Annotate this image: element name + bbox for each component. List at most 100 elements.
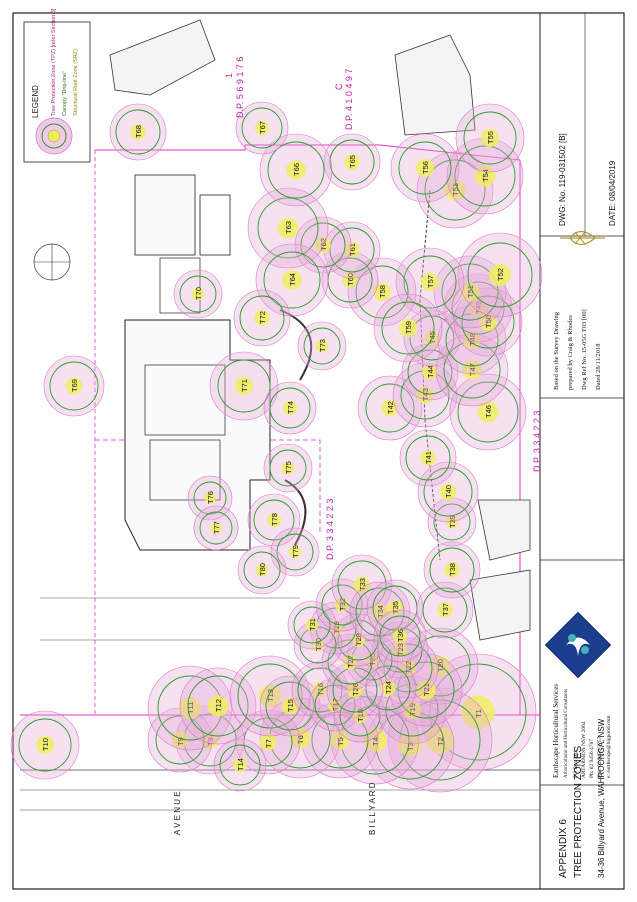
tree-label: T15 xyxy=(286,699,295,712)
plant-glyph xyxy=(560,230,605,246)
lot-label-b: C xyxy=(334,83,344,90)
tree-label: T37 xyxy=(441,603,450,616)
tree-label: T62 xyxy=(319,238,328,251)
legend-canopy-swatch xyxy=(41,123,67,149)
tree-label: T34 xyxy=(376,605,385,618)
tree-t24: T24 xyxy=(359,659,417,717)
tree-label: T69 xyxy=(70,379,79,392)
tree-label: T4 xyxy=(371,737,380,746)
canopy-circle xyxy=(49,361,99,411)
tree-label: T32 xyxy=(338,598,347,611)
tree-label: T31 xyxy=(308,618,317,631)
srz-circle xyxy=(283,401,297,415)
srz-circle xyxy=(402,700,422,720)
canopy-circle xyxy=(199,511,233,545)
tree-t33: T33 xyxy=(331,554,393,616)
srz-circle xyxy=(380,680,396,696)
tree-label: T75 xyxy=(284,461,293,474)
tree-label: T41 xyxy=(424,451,433,464)
tree-label: T59 xyxy=(404,321,413,334)
tree-label: T18 xyxy=(356,709,365,722)
tree-t55: T55 xyxy=(455,103,525,173)
drawing-number: DWG: No. 119-031502 [B] xyxy=(558,133,567,226)
canopy-circle xyxy=(461,295,515,349)
dp-label-2: D.P. 4 1 0 4 9 7 xyxy=(344,69,354,130)
canopy-circle xyxy=(457,381,519,443)
tree-label: T23 xyxy=(396,643,405,656)
tree-t66: T66 xyxy=(259,133,333,207)
tree-t30: T30 xyxy=(293,620,343,670)
canopy-circle xyxy=(398,141,452,195)
srz-circle xyxy=(315,237,331,253)
neighbour-building-right-a xyxy=(477,499,531,561)
tree-label: T48 xyxy=(468,333,477,346)
legend-title: LEGEND xyxy=(31,85,40,118)
neighbour-building-right-b xyxy=(469,569,531,641)
canopy-circle xyxy=(403,255,457,309)
tree-t7: T7 xyxy=(235,709,301,775)
srz-circle xyxy=(353,576,371,594)
tree-t68: T68 xyxy=(109,103,167,161)
srz-circle xyxy=(488,263,512,287)
srz-circle xyxy=(420,272,440,292)
tree-label: T19 xyxy=(408,703,417,716)
tree-t56: T56 xyxy=(390,133,460,203)
survey-note-4: Dated 28/11/2018 xyxy=(595,343,602,390)
canopy-circle xyxy=(321,584,363,626)
tree-label: T67 xyxy=(258,121,267,134)
tree-t80: T80 xyxy=(237,545,287,595)
tree-label: T21 xyxy=(422,683,431,696)
tree-t53: T53 xyxy=(416,151,494,229)
srz-circle xyxy=(426,726,454,754)
tree-label: T63 xyxy=(284,221,293,234)
tree-label: T9 xyxy=(176,737,185,746)
srz-circle xyxy=(281,461,295,475)
tree-label: T29 xyxy=(332,621,341,634)
srz-circle xyxy=(255,563,269,577)
srz-circle xyxy=(420,450,436,466)
tree-t44: T44 xyxy=(401,343,459,401)
srz-circle xyxy=(439,483,457,501)
srz-circle xyxy=(259,733,277,751)
tree-t47: T47 xyxy=(435,333,509,407)
tree-label: T68 xyxy=(134,125,143,138)
tree-label: T30 xyxy=(314,638,323,651)
srz-circle xyxy=(462,360,482,380)
tree-t40: T40 xyxy=(417,461,479,523)
tree-label: T57 xyxy=(426,275,435,288)
tree-label: T73 xyxy=(318,339,327,352)
sheet-frame xyxy=(12,12,625,890)
tree-label: T22 xyxy=(404,661,413,674)
srz-circle xyxy=(130,124,146,140)
canopy-circle xyxy=(257,197,319,259)
tree-t9: T9 xyxy=(147,707,213,773)
tree-t36: T36 xyxy=(373,609,427,663)
srz-circle xyxy=(415,158,435,178)
tree-label: T13 xyxy=(266,689,275,702)
tree-label: T17 xyxy=(331,698,340,711)
tree-label: T70 xyxy=(194,287,203,300)
tree-label: T1 xyxy=(474,709,483,718)
srz-circle xyxy=(416,386,434,404)
tree-t69: T69 xyxy=(43,355,105,417)
tree-label: T52 xyxy=(496,268,505,281)
srz-circle xyxy=(344,242,360,258)
tree-label: T16 xyxy=(316,683,325,696)
tree-label: T77 xyxy=(212,521,221,534)
garage xyxy=(134,174,196,256)
street-label-avenue: A V E N U E xyxy=(173,791,182,835)
srz-circle xyxy=(311,638,325,652)
canopy-circle xyxy=(297,667,343,713)
srz-circle xyxy=(267,513,281,527)
tree-t71: T71 xyxy=(209,351,279,421)
canopy-circle xyxy=(187,675,249,737)
survey-note-1: Based on the Survey Drawing xyxy=(553,311,560,390)
fence-line xyxy=(419,189,441,561)
tree-t14: T14 xyxy=(213,738,267,792)
tree-label: T60 xyxy=(346,273,355,286)
company-logo-leaf-1 xyxy=(568,634,576,642)
srz-circle xyxy=(462,330,482,350)
tree-label: T40 xyxy=(444,485,453,498)
canopy-circle xyxy=(179,275,217,313)
outbuilding xyxy=(159,257,201,314)
